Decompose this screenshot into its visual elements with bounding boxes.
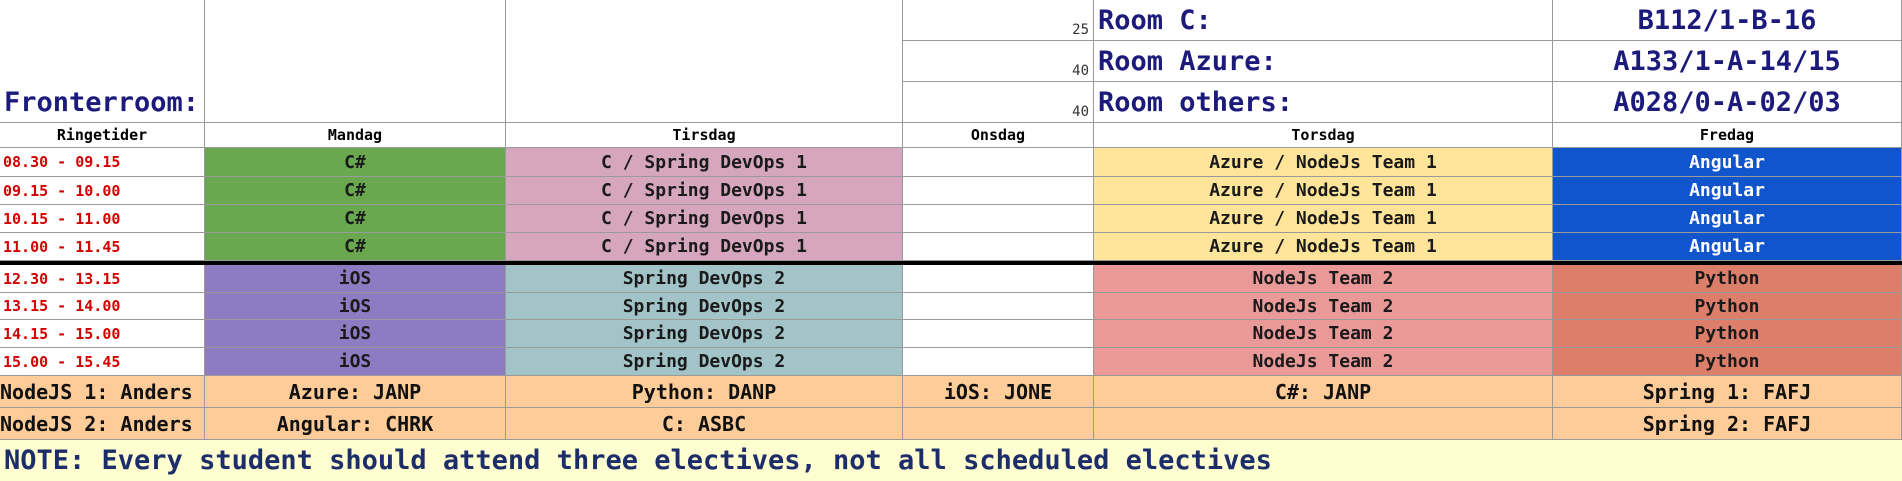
- class-cell-torsdag[interactable]: NodeJs Team 2: [1094, 293, 1553, 320]
- room-label[interactable]: Room Azure:: [1094, 41, 1553, 82]
- time-slot[interactable]: 10.15 - 11.00: [0, 205, 205, 233]
- fronterroom-label[interactable]: Fronterroom:: [0, 0, 205, 123]
- class-cell-onsdag[interactable]: [903, 320, 1094, 348]
- class-cell-mandag[interactable]: C#: [205, 148, 506, 177]
- class-cell-mandag[interactable]: C#: [205, 177, 506, 205]
- time-slot[interactable]: 11.00 - 11.45: [0, 233, 205, 261]
- class-cell-torsdag[interactable]: NodeJs Team 2: [1094, 265, 1553, 293]
- class-cell-tirsdag[interactable]: C / Spring DevOps 1: [506, 233, 903, 261]
- header-torsdag[interactable]: Torsdag: [1094, 123, 1553, 148]
- class-cell-fredag[interactable]: Angular: [1553, 205, 1902, 233]
- class-cell-onsdag[interactable]: [903, 233, 1094, 261]
- header-tirsdag[interactable]: Tirsdag: [506, 123, 903, 148]
- time-slot[interactable]: 09.15 - 10.00: [0, 177, 205, 205]
- class-cell-onsdag[interactable]: [903, 348, 1094, 376]
- room-code[interactable]: B112/1-B-16: [1553, 0, 1902, 41]
- header-mandag[interactable]: Mandag: [205, 123, 506, 148]
- class-cell-tirsdag[interactable]: C / Spring DevOps 1: [506, 177, 903, 205]
- room-capacity[interactable]: 40: [903, 82, 1094, 123]
- time-slot[interactable]: 15.00 - 15.45: [0, 348, 205, 376]
- time-slot[interactable]: 12.30 - 13.15: [0, 265, 205, 293]
- class-cell-mandag[interactable]: iOS: [205, 320, 506, 348]
- teacher-cell[interactable]: [1094, 408, 1553, 440]
- class-cell-fredag[interactable]: Python: [1553, 293, 1902, 320]
- class-cell-tirsdag[interactable]: Spring DevOps 2: [506, 265, 903, 293]
- class-cell-fredag[interactable]: Angular: [1553, 148, 1902, 177]
- class-cell-onsdag[interactable]: [903, 205, 1094, 233]
- header-onsdag[interactable]: Onsdag: [903, 123, 1094, 148]
- room-label[interactable]: Room others:: [1094, 82, 1553, 123]
- class-cell-torsdag[interactable]: Azure / NodeJs Team 1: [1094, 233, 1553, 261]
- teacher-cell[interactable]: Angular: CHRK: [205, 408, 506, 440]
- class-cell-tirsdag[interactable]: C / Spring DevOps 1: [506, 148, 903, 177]
- teacher-cell[interactable]: Spring 2: FAFJ: [1553, 408, 1902, 440]
- time-slot[interactable]: 08.30 - 09.15: [0, 148, 205, 177]
- teacher-cell[interactable]: Python: DANP: [506, 376, 903, 408]
- teacher-cell[interactable]: [903, 408, 1094, 440]
- class-cell-tirsdag[interactable]: Spring DevOps 2: [506, 293, 903, 320]
- teacher-cell[interactable]: Spring 1: FAFJ: [1553, 376, 1902, 408]
- room-code[interactable]: A133/1-A-14/15: [1553, 41, 1902, 82]
- lunch-divider: [0, 261, 1902, 265]
- header-ringetider[interactable]: Ringetider: [0, 123, 205, 148]
- note-banner[interactable]: NOTE: Every student should attend three …: [0, 440, 1902, 481]
- teacher-cell[interactable]: Azure: JANP: [205, 376, 506, 408]
- room-label[interactable]: Room C:: [1094, 0, 1553, 41]
- room-code[interactable]: A028/0-A-02/03: [1553, 82, 1902, 123]
- teacher-cell[interactable]: C#: JANP: [1094, 376, 1553, 408]
- class-cell-fredag[interactable]: Python: [1553, 265, 1902, 293]
- class-cell-onsdag[interactable]: [903, 177, 1094, 205]
- class-cell-torsdag[interactable]: Azure / NodeJs Team 1: [1094, 205, 1553, 233]
- class-cell-torsdag[interactable]: Azure / NodeJs Team 1: [1094, 148, 1553, 177]
- class-cell-onsdag[interactable]: [903, 293, 1094, 320]
- teacher-cell[interactable]: NodeJS 1: Anders: [0, 376, 205, 408]
- class-cell-fredag[interactable]: Python: [1553, 320, 1902, 348]
- top-empty-mandag[interactable]: [205, 0, 506, 123]
- class-cell-tirsdag[interactable]: Spring DevOps 2: [506, 320, 903, 348]
- room-capacity[interactable]: 40: [903, 41, 1094, 82]
- class-cell-torsdag[interactable]: NodeJs Team 2: [1094, 348, 1553, 376]
- teacher-cell[interactable]: iOS: JONE: [903, 376, 1094, 408]
- class-cell-tirsdag[interactable]: C / Spring DevOps 1: [506, 205, 903, 233]
- teacher-cell[interactable]: NodeJS 2: Anders: [0, 408, 205, 440]
- class-cell-onsdag[interactable]: [903, 148, 1094, 177]
- class-cell-torsdag[interactable]: NodeJs Team 2: [1094, 320, 1553, 348]
- class-cell-mandag[interactable]: iOS: [205, 293, 506, 320]
- class-cell-mandag[interactable]: C#: [205, 233, 506, 261]
- class-cell-fredag[interactable]: Angular: [1553, 233, 1902, 261]
- class-cell-tirsdag[interactable]: Spring DevOps 2: [506, 348, 903, 376]
- class-cell-fredag[interactable]: Python: [1553, 348, 1902, 376]
- class-cell-fredag[interactable]: Angular: [1553, 177, 1902, 205]
- room-capacity[interactable]: 25: [903, 0, 1094, 41]
- class-cell-mandag[interactable]: iOS: [205, 265, 506, 293]
- class-cell-torsdag[interactable]: Azure / NodeJs Team 1: [1094, 177, 1553, 205]
- time-slot[interactable]: 13.15 - 14.00: [0, 293, 205, 320]
- teacher-cell[interactable]: C: ASBC: [506, 408, 903, 440]
- top-empty-tirsdag[interactable]: [506, 0, 903, 123]
- class-cell-onsdag[interactable]: [903, 265, 1094, 293]
- time-slot[interactable]: 14.15 - 15.00: [0, 320, 205, 348]
- header-fredag[interactable]: Fredag: [1553, 123, 1902, 148]
- class-cell-mandag[interactable]: C#: [205, 205, 506, 233]
- class-cell-mandag[interactable]: iOS: [205, 348, 506, 376]
